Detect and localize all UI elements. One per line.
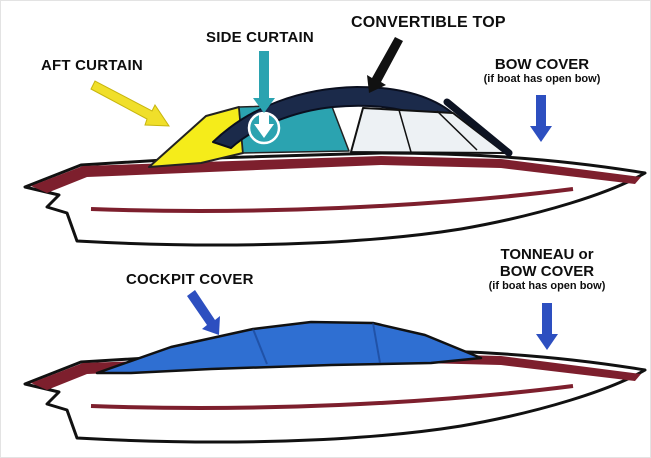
side-curtain-pointer-arrow — [253, 51, 275, 113]
label-bow-cover-title: BOW COVER — [494, 56, 590, 73]
label-side-curtain: SIDE CURTAIN — [206, 29, 314, 46]
windshield-glass — [350, 107, 506, 154]
cockpit-cover-crease — [252, 328, 268, 365]
down-arrow-badge-icon — [259, 113, 269, 124]
cockpit-cover-crease — [372, 322, 381, 364]
label-cockpit-cover: COCKPIT COVER — [126, 271, 254, 288]
label-bow-cover: BOW COVER (if boat has open bow) — [484, 56, 601, 86]
label-bow-cover-note: (if boat has open bow) — [483, 73, 601, 85]
label-tonneau-note: (if boat has open bow) — [488, 280, 606, 292]
top-boat-hull — [23, 151, 647, 247]
label-aft-curtain: AFT CURTAIN — [41, 57, 143, 74]
windshield-frame-line — [436, 110, 478, 151]
label-tonneau-line2: BOW COVER — [499, 263, 595, 280]
tonneau-pointer-arrow — [536, 303, 558, 350]
cockpit-cover-shape — [95, 320, 483, 375]
convertible-top-pointer-arrow — [367, 37, 403, 93]
down-arrow-badge-icon — [254, 124, 274, 138]
label-convertible-top: CONVERTIBLE TOP — [351, 14, 506, 31]
label-tonneau-line1: TONNEAU or — [500, 246, 594, 263]
windshield-frame-line — [398, 109, 412, 153]
aft-curtain-pointer-arrow — [90, 80, 170, 127]
bow-cover-pointer-arrow — [530, 95, 552, 142]
cockpit-cover-pointer-arrow — [187, 290, 220, 335]
convertible-top-front-edge — [443, 98, 513, 157]
label-tonneau: TONNEAU or BOW COVER (if boat has open b… — [489, 246, 606, 293]
